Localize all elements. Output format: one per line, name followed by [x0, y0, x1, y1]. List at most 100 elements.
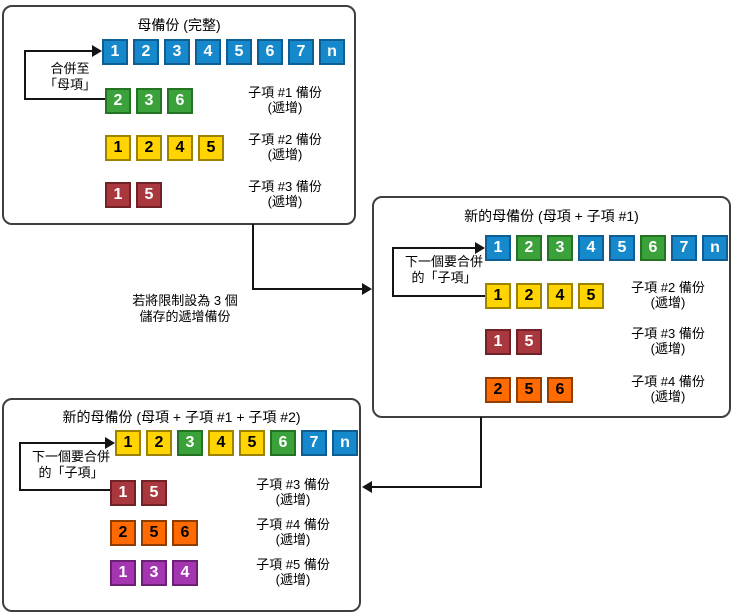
row-label-line2: (遞增): [650, 295, 686, 310]
row-label: 子項 #3 備份(遞增): [228, 179, 342, 209]
row-label-line1: 子項 #4 備份: [631, 374, 705, 389]
backup-block: 7: [301, 430, 327, 456]
row-label-line2: (遞增): [267, 194, 303, 209]
row-label-line1: 子項 #3 備份: [256, 477, 330, 492]
backup-block: 6: [547, 377, 573, 403]
backup-block: 3: [177, 430, 203, 456]
next-merge-child-label-line2: 的「子項」: [38, 465, 104, 480]
backup-block: 7: [288, 39, 314, 65]
backup-block: 5: [141, 480, 167, 506]
backup-block: 2: [516, 283, 542, 309]
row-label-line2: (遞增): [275, 532, 311, 547]
bracket-arrowhead-icon: [105, 437, 115, 449]
connector1-arrowhead-icon: [362, 283, 372, 295]
row-label-line1: 子項 #1 備份: [248, 85, 322, 100]
backup-block: 5: [578, 283, 604, 309]
bracket-top-line: [19, 442, 105, 444]
backup-block: 1: [102, 39, 128, 65]
merge-to-parent-label-line1: 合併至: [50, 61, 90, 76]
backup-block: 4: [578, 235, 604, 261]
backup-block: 6: [172, 520, 198, 546]
backup-block: 1: [105, 182, 131, 208]
limit-note-line2: 儲存的遞增備份: [139, 309, 231, 324]
row-label-line2: (遞增): [275, 572, 311, 587]
backup-block: 2: [485, 377, 511, 403]
limit-note-line1: 若將限制設為 3 個: [132, 293, 238, 308]
backup-block: n: [319, 39, 345, 65]
backup-block: 5: [239, 430, 265, 456]
row-label: 子項 #4 備份(遞增): [612, 374, 724, 404]
backup-block: 5: [609, 235, 635, 261]
backup-block: 5: [516, 329, 542, 355]
backup-block: 3: [164, 39, 190, 65]
backup-block: 1: [485, 283, 511, 309]
row-label: 子項 #5 備份(遞增): [237, 557, 349, 587]
backup-block: 5: [198, 135, 224, 161]
backup-block: 6: [257, 39, 283, 65]
backup-block: 7: [671, 235, 697, 261]
bracket-vertical-line: [392, 247, 394, 297]
backup-block: 1: [485, 235, 511, 261]
next-merge-child-label: 下一個要合併 的「子項」: [23, 449, 119, 481]
row-label-line1: 子項 #2 備份: [248, 132, 322, 147]
row-label: 子項 #1 備份(遞增): [228, 85, 342, 115]
row-label-line1: 子項 #2 備份: [631, 280, 705, 295]
row-label-line1: 子項 #3 備份: [631, 326, 705, 341]
backup-block: 4: [208, 430, 234, 456]
backup-block: 5: [516, 377, 542, 403]
panel-title: 母備份 (完整): [137, 17, 221, 33]
backup-block: 2: [105, 88, 131, 114]
bracket-vertical-line: [24, 50, 26, 100]
backup-block: 2: [516, 235, 542, 261]
backup-block: 5: [136, 182, 162, 208]
row-label-line2: (遞增): [267, 100, 303, 115]
next-merge-child-label-line2: 的「子項」: [411, 270, 477, 285]
backup-block: 2: [136, 135, 162, 161]
backup-block: 1: [105, 135, 131, 161]
next-merge-child-label-line1: 下一個要合併: [404, 254, 483, 269]
backup-block: 6: [167, 88, 193, 114]
row-label: 子項 #2 備份(遞增): [612, 280, 724, 310]
backup-block: 4: [547, 283, 573, 309]
row-label: 子項 #4 備份(遞增): [237, 517, 349, 547]
backup-block: 4: [172, 560, 198, 586]
merge-to-parent-label-line2: 「母項」: [43, 77, 96, 92]
row-label-line2: (遞增): [650, 341, 686, 356]
backup-block: 2: [110, 520, 136, 546]
connector2-arrowhead-icon: [362, 481, 372, 493]
row-label-line2: (遞增): [267, 147, 303, 162]
panel-new-parent-2: 新的母備份 (母項 + 子項 #1 + 子項 #2) 下一個要合併 的「子項」 …: [2, 398, 361, 612]
backup-block: 1: [115, 430, 141, 456]
backup-block: 4: [167, 135, 193, 161]
bracket-arrowhead-icon: [92, 45, 102, 57]
backup-block: 3: [141, 560, 167, 586]
connector2-horizontal-line: [372, 486, 481, 488]
row-label: 子項 #2 備份(遞增): [228, 132, 342, 162]
backup-block: 5: [226, 39, 252, 65]
merge-to-parent-label: 合併至 「母項」: [30, 61, 110, 93]
next-merge-child-label: 下一個要合併 的「子項」: [396, 254, 492, 286]
bracket-arrowhead-icon: [475, 242, 485, 254]
backup-block: 2: [146, 430, 172, 456]
panel-title: 新的母備份 (母項 + 子項 #1 + 子項 #2): [62, 409, 301, 425]
bracket-top-line: [392, 247, 475, 249]
row-label-line1: 子項 #4 備份: [256, 517, 330, 532]
backup-block: 1: [110, 480, 136, 506]
backup-block: 5: [141, 520, 167, 546]
backup-block: n: [332, 430, 358, 456]
backup-block: n: [702, 235, 728, 261]
next-merge-child-label-line1: 下一個要合併: [31, 449, 110, 464]
bracket-top-line: [24, 50, 92, 52]
connector2-vertical-line: [480, 417, 482, 488]
